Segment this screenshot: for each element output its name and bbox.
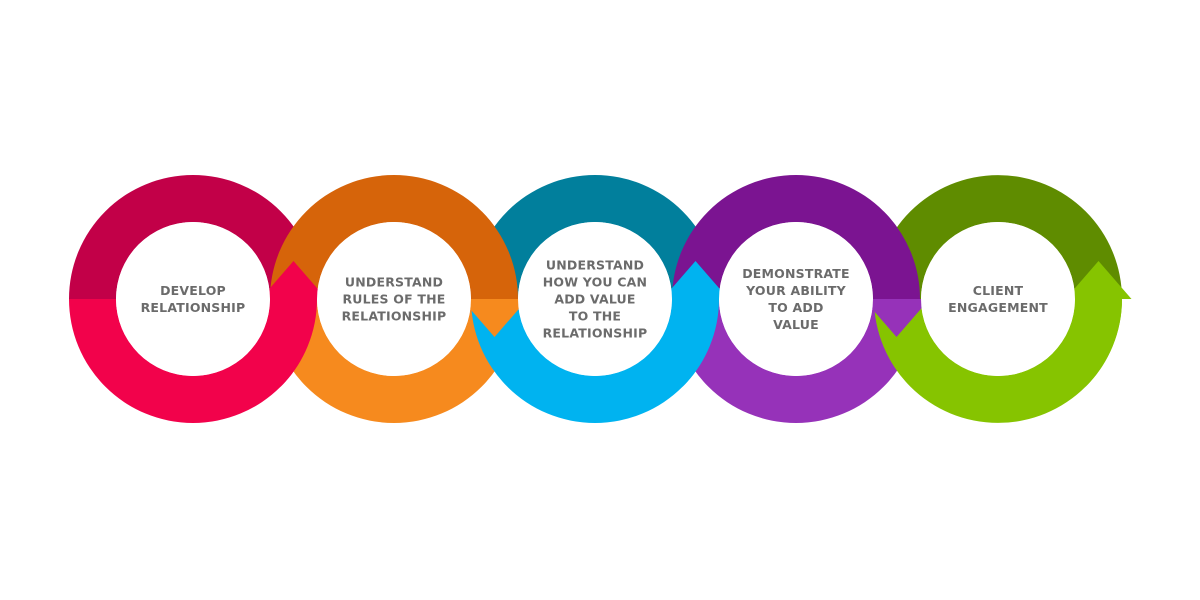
ring-overlap-piece (1052, 299, 1122, 387)
ring-overlap-1 (247, 299, 317, 387)
arrow-down-icon (461, 299, 528, 337)
step-label-line: DEVELOP (160, 283, 226, 298)
ring-bottom-half-1 (69, 299, 317, 423)
step-label-line: RELATIONSHIP (342, 309, 447, 324)
ring-center-4 (719, 222, 873, 376)
ring-step-3 (471, 175, 719, 423)
ring-overlap-2 (448, 211, 518, 299)
ring-overlap-piece (850, 211, 920, 299)
step-label-line: CLIENT (973, 283, 1024, 298)
arrow-up-icon (662, 261, 729, 299)
step-label-2: UNDERSTAND RULES OF THE RELATIONSHIP (342, 275, 447, 324)
ring-top-half-1 (69, 175, 317, 299)
ring-step-5 (874, 175, 1122, 423)
ring-layer (69, 175, 1132, 423)
step-label-line: TO ADD (768, 300, 823, 315)
ring-step-1 (69, 175, 317, 423)
ring-top-half-5 (874, 175, 1122, 299)
step-label-line: TO THE (569, 309, 621, 324)
ring-center-5 (921, 222, 1075, 376)
step-label-line: ENGAGEMENT (948, 300, 1048, 315)
arrow-down-icon (863, 299, 930, 337)
ring-step-2 (270, 175, 518, 423)
ring-bottom-half-5 (874, 299, 1122, 423)
ring-bottom-half-2 (270, 299, 518, 423)
step-label-line: UNDERSTAND (546, 258, 644, 273)
ring-bottom-half-4 (672, 299, 920, 423)
ring-top-half-3 (471, 175, 719, 299)
step-label-line: HOW YOU CAN (543, 275, 647, 290)
ring-overlap-4 (850, 211, 920, 299)
step-label-5: CLIENT ENGAGEMENT (948, 283, 1048, 315)
label-layer: DEVELOP RELATIONSHIP UNDERSTAND RULES OF TH… (141, 258, 1048, 341)
ring-top-half-2 (270, 175, 518, 299)
step-label-line: YOUR ABILITY (745, 283, 847, 298)
ring-center-2 (317, 222, 471, 376)
ring-center-3 (518, 222, 672, 376)
arrow-up-icon (260, 261, 327, 299)
ring-overlap-piece (649, 299, 719, 387)
ring-bottom-half-3 (471, 299, 719, 423)
ring-center-1 (116, 222, 270, 376)
ring-overlap-piece (448, 211, 518, 299)
step-label-line: VALUE (773, 317, 819, 332)
step-label-1: DEVELOP RELATIONSHIP (141, 283, 246, 315)
step-label-line: UNDERSTAND (345, 275, 443, 290)
arrow-up-icon (1065, 261, 1132, 299)
step-label-line: DEMONSTRATE (742, 266, 850, 281)
ring-top-half-4 (672, 175, 920, 299)
step-label-line: RELATIONSHIP (543, 326, 648, 341)
step-label-line: RELATIONSHIP (141, 300, 246, 315)
ring-overlap-5 (1052, 299, 1122, 387)
step-label-line: RULES OF THE (342, 292, 445, 307)
ring-overlap-piece (247, 299, 317, 387)
step-label-line: ADD VALUE (554, 292, 635, 307)
ring-step-4 (672, 175, 920, 423)
ring-overlap-3 (649, 299, 719, 387)
step-label-4: DEMONSTRATE YOUR ABILITY TO ADD VALUE (742, 266, 850, 332)
step-label-3: UNDERSTAND HOW YOU CAN ADD VALUE TO THE RELA… (543, 258, 648, 341)
